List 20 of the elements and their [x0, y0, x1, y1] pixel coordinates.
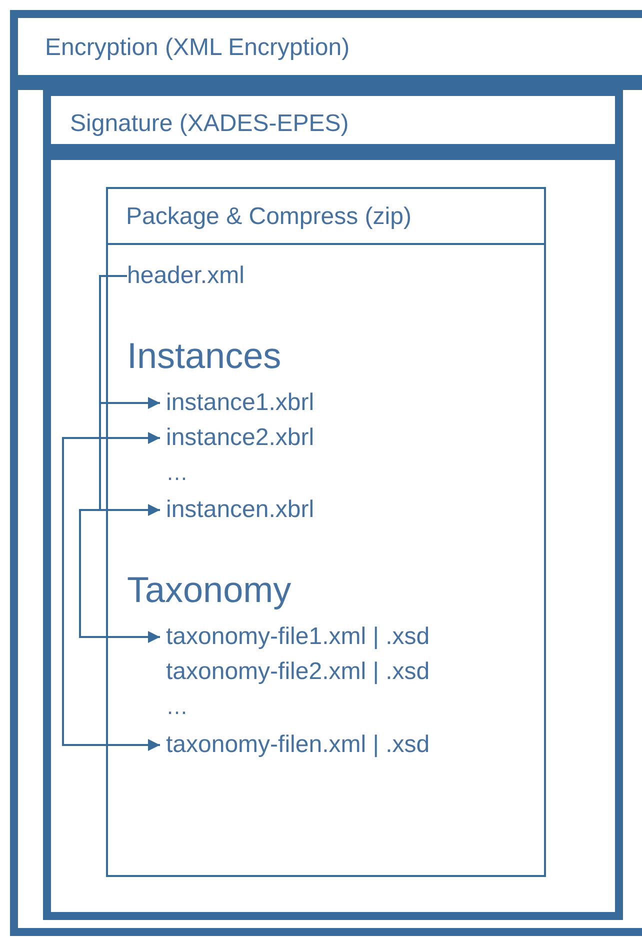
box-title: Encryption (XML Encryption)	[45, 34, 350, 62]
box-title: Package & Compress (zip)	[126, 203, 412, 231]
connector-arrow	[79, 509, 160, 643]
file-name: taxonomy-file2.xml | .xsd	[160, 658, 430, 686]
encryption-layer-box	[10, 10, 642, 936]
connector-arrow	[99, 275, 160, 516]
file-name: instance1.xbrl	[160, 389, 314, 417]
file-name: taxonomy-file1.xml | .xsd	[160, 623, 430, 651]
signature-layer-box	[43, 88, 623, 920]
file-name: instance2.xbrl	[160, 424, 314, 452]
file-name: instancen.xbrl	[160, 496, 314, 524]
section-heading: Taxonomy	[127, 570, 292, 610]
ellipsis-text: …	[166, 460, 188, 486]
section-heading: Instances	[127, 336, 282, 376]
ellipsis-text: …	[166, 694, 188, 720]
file-name: taxonomy-filen.xml | .xsd	[160, 731, 430, 759]
package-box	[106, 187, 546, 877]
box-title: Signature (XADES-EPES)	[70, 110, 349, 138]
connector-arrow	[62, 437, 160, 751]
file-name: header.xml	[127, 262, 244, 290]
